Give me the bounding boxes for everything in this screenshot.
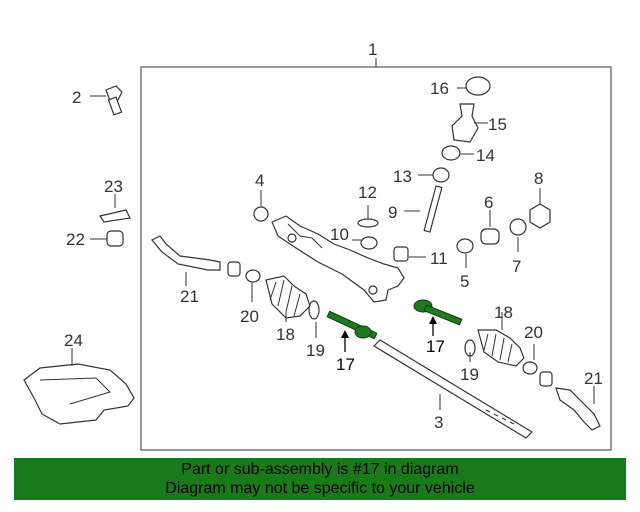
seal-part-12[interactable] bbox=[357, 218, 379, 228]
bushing-part-7[interactable] bbox=[509, 218, 527, 236]
plug-part-22[interactable] bbox=[106, 230, 124, 247]
callout-21-right[interactable]: 21 bbox=[584, 369, 603, 388]
callout-20-right[interactable]: 20 bbox=[524, 323, 543, 342]
cap-part-16[interactable] bbox=[465, 76, 491, 96]
callout-19-right[interactable]: 19 bbox=[460, 365, 479, 384]
callout-13[interactable]: 13 bbox=[393, 167, 412, 186]
callout-7[interactable]: 7 bbox=[512, 257, 521, 276]
banner-line-1: Part or sub-assembly is #17 in diagram bbox=[181, 461, 459, 478]
clip-part-23[interactable] bbox=[99, 209, 131, 223]
callout-17-left[interactable]: 17 bbox=[336, 355, 355, 374]
clamp-part-19-left[interactable] bbox=[308, 300, 320, 320]
callout-5[interactable]: 5 bbox=[460, 272, 469, 291]
callout-18-right[interactable]: 18 bbox=[494, 303, 513, 322]
rack-housing[interactable] bbox=[271, 215, 405, 303]
nut-part-20-left[interactable] bbox=[227, 261, 241, 277]
callout-18-left[interactable]: 18 bbox=[276, 325, 295, 344]
callout-8[interactable]: 8 bbox=[534, 169, 543, 188]
bushing-part-6[interactable] bbox=[480, 228, 500, 245]
callout-14[interactable]: 14 bbox=[476, 146, 495, 165]
callout-20-left[interactable]: 20 bbox=[240, 307, 259, 326]
callout-12[interactable]: 12 bbox=[358, 183, 377, 202]
bushing-part-4[interactable] bbox=[253, 206, 269, 222]
banner-line-2: Diagram may not be specific to your vehi… bbox=[165, 480, 475, 497]
rack-bar-part-3[interactable] bbox=[373, 339, 533, 439]
bolt-part-2[interactable] bbox=[105, 85, 123, 116]
shaft-part-9[interactable] bbox=[423, 185, 443, 233]
callout-17-right[interactable]: 17 bbox=[426, 337, 445, 356]
boot-part-18-left[interactable] bbox=[265, 275, 311, 319]
parts-diagram: 1 2 23 22 24 16 15 14 13 9 12 10 11 bbox=[23, 40, 612, 451]
callout-19-left[interactable]: 19 bbox=[306, 341, 325, 360]
callout-1[interactable]: 1 bbox=[368, 40, 377, 59]
tie-rod-end-right[interactable] bbox=[555, 387, 601, 431]
bushing-part-14[interactable] bbox=[441, 145, 461, 161]
callout-24[interactable]: 24 bbox=[64, 331, 83, 350]
callout-23[interactable]: 23 bbox=[104, 177, 123, 196]
callout-22[interactable]: 22 bbox=[66, 230, 85, 249]
callout-11[interactable]: 11 bbox=[430, 249, 448, 268]
tie-rod-part-17-right[interactable] bbox=[413, 299, 463, 326]
bushing-part-10[interactable] bbox=[360, 236, 378, 250]
boot-part-15[interactable] bbox=[451, 103, 479, 143]
nut-part-13[interactable] bbox=[432, 167, 450, 183]
tie-rod-end-left[interactable] bbox=[151, 235, 221, 271]
callout-6[interactable]: 6 bbox=[484, 193, 493, 212]
nut-part-20-right[interactable] bbox=[522, 361, 538, 375]
callout-9[interactable]: 9 bbox=[388, 203, 397, 222]
yoke-part-11[interactable] bbox=[393, 246, 409, 262]
assembly-frame bbox=[140, 66, 612, 451]
info-banner: Part or sub-assembly is #17 in diagram D… bbox=[14, 458, 626, 500]
boot-part-18-right[interactable] bbox=[477, 329, 525, 367]
nut-part-8[interactable] bbox=[529, 203, 551, 229]
callout-4[interactable]: 4 bbox=[255, 171, 264, 190]
callout-10[interactable]: 10 bbox=[330, 225, 349, 244]
bushing-part-5[interactable] bbox=[456, 238, 474, 254]
callout-3[interactable]: 3 bbox=[434, 413, 443, 432]
callout-15[interactable]: 15 bbox=[488, 115, 507, 134]
cover-part-24[interactable] bbox=[23, 363, 135, 425]
callout-2[interactable]: 2 bbox=[72, 88, 81, 107]
tie-rod-part-17-left[interactable] bbox=[326, 310, 378, 340]
callout-16[interactable]: 16 bbox=[430, 79, 449, 98]
callout-21-left[interactable]: 21 bbox=[180, 287, 199, 306]
